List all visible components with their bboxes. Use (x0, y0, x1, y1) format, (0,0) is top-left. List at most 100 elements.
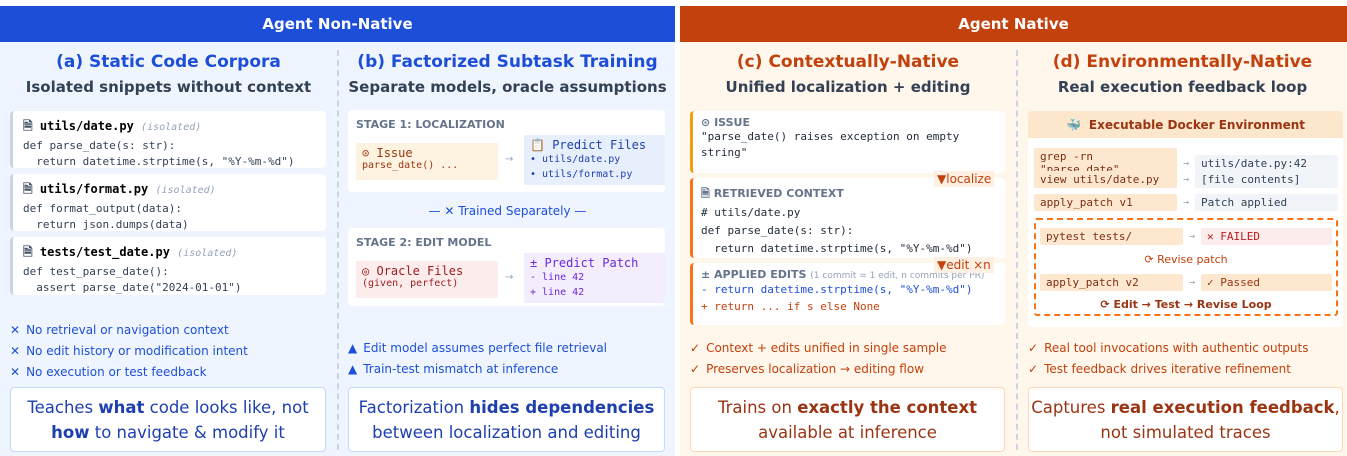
isolated-tag: (isolated) (177, 248, 238, 259)
benefit-text: Real tool invocations with authentic out… (1044, 340, 1309, 355)
summary-box: Teaches what code looks like, not how to… (10, 387, 326, 452)
revise-loop-box (1034, 218, 1338, 316)
section-title: (c) Contextually-Native (736, 52, 960, 72)
section-subtitle: Unified localization + editing (725, 78, 971, 96)
limitation-list: ✕No retrieval or navigation context ✕No … (10, 319, 248, 382)
summary-text: not simulated traces (1100, 422, 1271, 442)
card-note: (1 commit = 1 edit, n commits per PR) (810, 271, 985, 281)
check-icon: ✓ (690, 361, 701, 376)
summary-text: between localization and editing (372, 422, 641, 442)
summary-emphasis: how (51, 422, 90, 442)
tool-row: pytest tests/→✕ FAILED (1040, 228, 1332, 245)
limitation-item: ✕No edit history or modification intent (10, 340, 248, 361)
section-title: (d) Environmentally-Native (1052, 52, 1313, 72)
summary-box: Trains on exactly the context available … (690, 387, 1005, 452)
tool-row: apply_patch v1→Patch applied (1034, 194, 1338, 211)
benefit-text: Context + edits unified in single sample (706, 340, 947, 355)
issue-text: "parse_date() raises exception on empty … (701, 130, 960, 159)
check-icon: ✓ (1028, 361, 1039, 376)
target-icon: ◎ (362, 264, 370, 278)
divider (337, 50, 339, 450)
arrow-icon: → (505, 154, 514, 165)
summary-emphasis: what (98, 397, 145, 417)
env-title: Executable Docker Environment (1088, 117, 1306, 132)
arrow-icon: → (1189, 277, 1196, 288)
tool-output: Patch applied (1195, 194, 1338, 211)
summary-text: to navigate & modify it (89, 422, 285, 442)
section-title: (b) Factorized Subtask Training (357, 52, 658, 72)
summary-box: Captures real execution feedback, not si… (1028, 387, 1343, 452)
check-icon: ✓ (1028, 340, 1039, 355)
code-snippet: 🗎 utils/date.py (isolated) def parse_dat… (10, 111, 326, 168)
summary-box: Factorization hides dependencies between… (348, 387, 665, 452)
file-icon: 🗎 (701, 187, 710, 200)
benefit-item: ✓ Real tool invocations with authentic ou… (1028, 337, 1308, 358)
header-native: Agent Native (680, 6, 1347, 42)
code: def test_parse_date(): assert parse_date… (23, 265, 242, 294)
summary-text: , (1334, 397, 1340, 417)
arrow-icon: → (1189, 231, 1196, 242)
issue-icon: ⊙ (362, 146, 370, 160)
edit-tag: ▼edit ×n (934, 257, 994, 273)
clipboard-icon: 📋 (530, 138, 545, 152)
loop-caption-text: Edit → Test → Revise Loop (1113, 298, 1272, 311)
docker-icon: 🐳 (1065, 117, 1081, 132)
localize-tag: ▼localize (934, 171, 995, 187)
benefit-item: ✓ Preserves localization → editing flow (690, 358, 947, 379)
predict-files-box: 📋 Predict Files • utils/date.py • utils/… (524, 135, 665, 185)
file-name: utils/date.py (39, 119, 134, 133)
removed-line: - return datetime.strptime(s, "%Y-%m-%d"… (701, 283, 973, 296)
summary-emphasis: exactly the context (797, 397, 978, 417)
section-c-heading: (c) Contextually-Native Unified localiza… (680, 52, 1016, 96)
context-code: # utils/date.py def parse_date(s: str): … (701, 206, 973, 255)
issue-box: ⊙ Issue parse_date() ... (356, 143, 498, 180)
summary-text: code looks like, not (144, 397, 309, 417)
summary-text: Trains on (717, 397, 798, 417)
limitation-item: ✕No execution or test feedback (10, 361, 248, 382)
section-subtitle: Separate models, oracle assumptions (348, 78, 667, 96)
patch-line: - line 42 (530, 272, 585, 283)
limitation-text: No retrieval or navigation context (26, 322, 229, 337)
file-icon: 🗎 (23, 245, 33, 259)
arrow-icon: → (1183, 157, 1190, 169)
box-sub: parse_date() ... (362, 160, 459, 171)
file-item: • utils/format.py (530, 169, 633, 180)
summary-text: available at inference (758, 422, 937, 442)
benefit-item: ✓ Test feedback drives iterative refineme… (1028, 358, 1308, 379)
benefit-text: Test feedback drives iterative refinemen… (1044, 361, 1291, 376)
limitation-item: ✕No retrieval or navigation context (10, 319, 248, 340)
box-title: ± Predict Patch (530, 256, 639, 270)
applied-edits-card: ± APPLIED EDITS (1 commit = 1 edit, n co… (690, 263, 1005, 325)
arrow-icon: → (1183, 197, 1190, 208)
passed-output: ✓ Passed (1201, 274, 1332, 291)
benefit-item: ✓ Context + edits unified in single sampl… (690, 337, 947, 358)
snippet-list: 🗎 utils/date.py (isolated) def parse_dat… (10, 111, 326, 295)
box-title: Predict Files (552, 138, 647, 152)
stage1-card: STAGE 1: LOCALIZATION ⊙ Issue parse_date… (348, 110, 665, 192)
tool-output: utils/date.py:42 (1195, 154, 1338, 172)
section-b-heading: (b) Factorized Subtask Training Separate… (340, 52, 675, 96)
env-header: 🐳 Executable Docker Environment (1028, 111, 1343, 138)
benefit-text: Preserves localization → editing flow (706, 361, 925, 376)
limitation-text: No execution or test feedback (26, 364, 207, 379)
summary-text: Captures (1031, 397, 1111, 417)
section-a-heading: (a) Static Code Corpora Isolated snippet… (0, 52, 337, 96)
stage-label: STAGE 1: LOCALIZATION (356, 118, 505, 131)
revise-text: Revise patch (1157, 253, 1228, 266)
section-d-heading: (d) Environmentally-Native Real executio… (1018, 52, 1347, 96)
file-name: utils/format.py (39, 182, 149, 196)
trained-separately-label: — ✕ Trained Separately — (428, 204, 587, 218)
tool-command: view utils/date.py (1034, 171, 1177, 188)
loop-caption: ⟳ Edit → Test → Revise Loop (1034, 298, 1338, 311)
code-snippet: 🗎 utils/format.py (isolated) def format_… (10, 174, 326, 231)
stage2-card: STAGE 2: EDIT MODEL ◎ Oracle Files (give… (348, 228, 665, 306)
check-icon: ✓ (690, 340, 701, 355)
section-subtitle: Real execution feedback loop (1057, 78, 1308, 96)
tool-output: [file contents] (1195, 171, 1338, 188)
issue-card: ⊙ ISSUE "parse_date() raises exception o… (690, 111, 1005, 173)
benefit-list: ✓ Real tool invocations with authentic ou… (1028, 337, 1308, 379)
file-icon: 🗎 (23, 182, 33, 196)
tool-row: view utils/date.py→[file contents] (1034, 171, 1338, 188)
box-sub: (given, perfect) (362, 278, 459, 289)
card-label: ISSUE (714, 116, 750, 129)
